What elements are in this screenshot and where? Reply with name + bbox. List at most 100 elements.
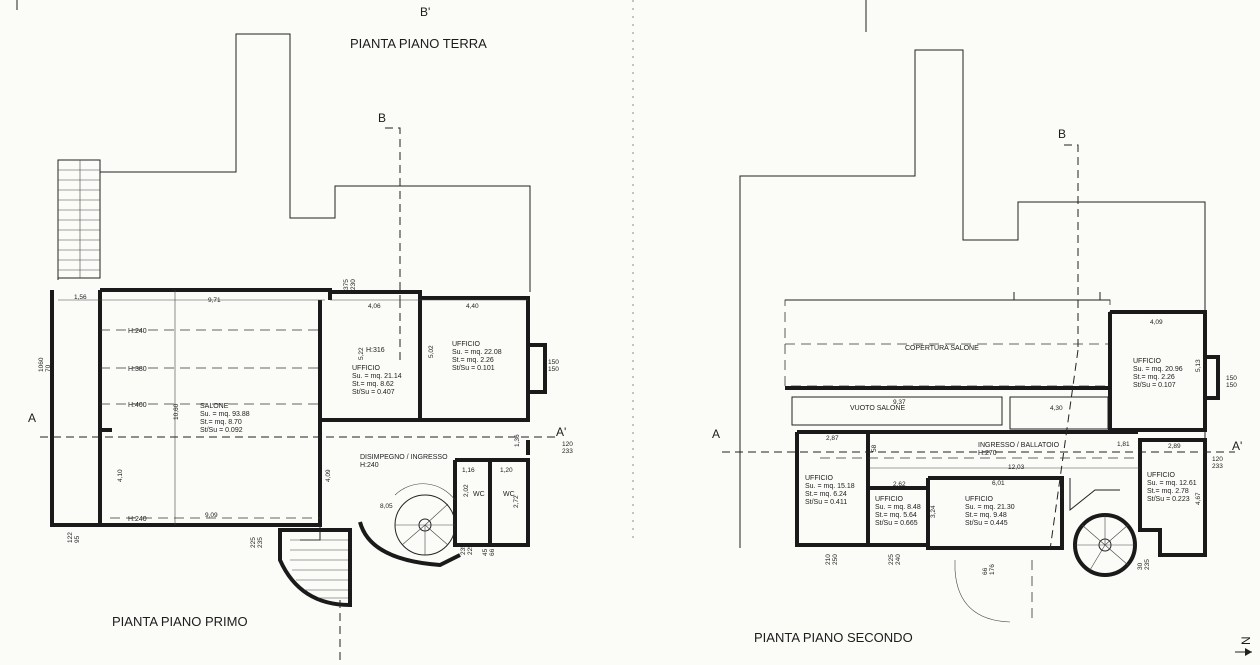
ufficio-l-st: St.= mq. 6.24 — [805, 491, 847, 498]
ground-floor-outline-secondo — [739, 49, 1206, 548]
section-label-a: A — [28, 411, 36, 425]
ufficio-m-ratio: St/Su = 0.445 — [965, 520, 1008, 527]
window-bay-secondo — [1205, 355, 1220, 400]
dim-label: 233 — [562, 448, 573, 455]
dim-label: 4,30 — [1050, 405, 1063, 412]
stair-treads-bottom — [290, 539, 348, 599]
ufficio1-st: St.= mq. 8.62 — [352, 381, 394, 388]
dim-label: 1,16 — [462, 467, 475, 474]
dim-label: 230 — [350, 279, 357, 290]
dim-label: 4,67 — [1195, 492, 1202, 505]
height-label: H:380 — [128, 366, 147, 373]
dim-label: 5,02 — [428, 345, 435, 358]
ufficio-r-st: St.= mq. 2.78 — [1147, 488, 1189, 495]
plan-piano-primo: B A A' SALONE Su. = mq. 93.88 St.= mq. 8… — [28, 33, 573, 665]
ufficio-r-ratio: St/Su = 0.223 — [1147, 496, 1190, 503]
dim-label: 66 — [982, 567, 989, 575]
dim-label: 9,09 — [205, 512, 218, 519]
ufficio2-st: St.= mq. 2.26 — [452, 357, 494, 364]
spiral-treads-secondo — [1075, 515, 1135, 571]
ufficio-tr-ratio: St/Su = 0.107 — [1133, 382, 1176, 389]
external-stair — [57, 159, 101, 279]
wall-ufficio-r — [1138, 438, 1207, 557]
dim-label: 1,20 — [500, 467, 513, 474]
dim-label: 9,71 — [208, 297, 221, 304]
dim-label: 150 — [1226, 382, 1237, 389]
section-label-b: B — [378, 111, 386, 125]
ufficio-m-su: Su. = mq. 21.30 — [965, 504, 1015, 511]
north-label: N — [1239, 636, 1253, 645]
wall-ufficio-tr — [1108, 310, 1207, 432]
ufficio-r-name: UFFICIO — [1147, 472, 1176, 479]
disimpegno-height: H:240 — [360, 462, 379, 469]
dim-label: 10,60 — [173, 403, 180, 420]
dim-label: 250 — [832, 554, 839, 565]
ufficio2-name: UFFICIO — [452, 341, 481, 348]
copertura-outline — [784, 299, 1111, 387]
dim-label: 120 — [1212, 456, 1223, 463]
dim-label: 210 — [825, 554, 832, 565]
vuoto-salone-box — [791, 396, 1003, 426]
section-line-b — [385, 127, 401, 300]
dim-label: 235 — [1144, 559, 1151, 570]
dim-label: 235 — [257, 537, 264, 548]
ufficio-tr-st: St.= mq. 2.26 — [1133, 374, 1175, 381]
dim-label: 1,81 — [1117, 441, 1130, 448]
title-piano-primo: PIANTA PIANO PRIMO — [112, 614, 248, 629]
salone-name: SALONE — [200, 403, 229, 410]
dim-label: 30 — [1137, 562, 1144, 570]
plan-piano-secondo: B A A' COPERTURA SALONE VUOTO SALONE ING… — [712, 49, 1242, 645]
dim-label: 8,05 — [380, 503, 393, 510]
dim-label: 225 — [250, 537, 257, 548]
ufficio1-su: Su. = mq. 21.14 — [352, 373, 402, 380]
stair-treads — [58, 160, 100, 278]
dim-label: 6,01 — [992, 480, 1005, 487]
title-piano-terra: PIANTA PIANO TERRA — [350, 36, 487, 51]
ufficio2-su: Su. = mq. 22.08 — [452, 349, 502, 356]
spiral-stair-wall — [358, 521, 461, 568]
ufficio-tr-name: UFFICIO — [1133, 358, 1162, 365]
dim-label: 1,36 — [514, 434, 521, 447]
ufficio-m-st: St.= mq. 9.48 — [965, 512, 1007, 519]
dim-label: 9,37 — [893, 399, 906, 406]
dim-label: 225 — [467, 544, 474, 555]
copertura-label: COPERTURA SALONE — [905, 345, 979, 352]
wc-label: WC — [503, 491, 515, 498]
ufficio-s-st: St.= mq. 5.64 — [875, 512, 917, 519]
dim-label: 150 — [548, 366, 559, 373]
height-label: H:240 — [128, 516, 147, 523]
spiral-treads — [395, 503, 455, 555]
dim-label: 5,22 — [358, 347, 365, 360]
dim-label: 150 — [548, 359, 559, 366]
wall-west — [50, 290, 112, 527]
stair-piano-primo — [278, 528, 352, 608]
ufficio1-ratio: St/Su = 0.407 — [352, 389, 395, 396]
ufficio-r-su: Su. = mq. 12.61 — [1147, 480, 1197, 487]
dim-label: 58 — [871, 444, 878, 452]
dim-label: 225 — [888, 554, 895, 565]
section-label-b-prime: B' — [420, 5, 430, 19]
dim-label: 2,89 — [1168, 443, 1181, 450]
dim-label: 120 — [562, 441, 573, 448]
dim-label: 4,40 — [466, 303, 479, 310]
section-line-b-secondo — [1064, 144, 1079, 350]
ufficio1-name: UFFICIO — [352, 365, 381, 372]
dim-label: 2,02 — [463, 484, 470, 497]
dim-label: 5,13 — [1195, 359, 1202, 372]
balcony-arc — [954, 569, 1011, 623]
dim-label: 3,24 — [930, 505, 937, 518]
dim-label: 240 — [895, 554, 902, 565]
ingresso-height: H:270 — [978, 450, 997, 457]
stair-landing — [300, 525, 321, 541]
north-arrow-icon — [1245, 648, 1252, 656]
dim-label: 4,09 — [325, 469, 332, 482]
height-label: H:400 — [128, 402, 147, 409]
dim-label: 150 — [1226, 375, 1237, 382]
dim-label: 1060 — [38, 357, 45, 372]
ufficio-l-su: Su. = mq. 15.18 — [805, 483, 855, 490]
window-bay — [528, 343, 547, 394]
dim-label: 12,03 — [1008, 464, 1025, 471]
dim-label: 4,09 — [1150, 319, 1163, 326]
